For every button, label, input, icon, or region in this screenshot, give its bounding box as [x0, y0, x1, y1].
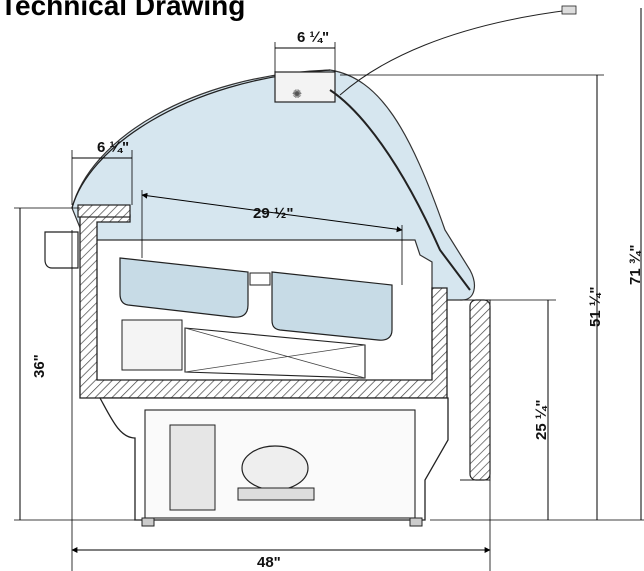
- dim-text-top-edge: 6 ¼": [97, 139, 129, 156]
- front-panel: [469, 299, 491, 481]
- light-icon: ✺: [292, 87, 302, 101]
- dim-text-counter-height: 25 ¼": [533, 400, 550, 440]
- dim-text-glass-height: 51 ¼": [587, 287, 604, 327]
- glass-arm: [329, 89, 471, 291]
- dim-text-total-height: 71 ¾": [627, 245, 644, 285]
- food-pan-left: [119, 257, 249, 318]
- food-pan-right: [271, 271, 393, 341]
- shelf-dim-line: [141, 192, 403, 233]
- condenser-fan: [169, 424, 216, 511]
- canopy-outer-edge: [71, 69, 331, 209]
- front-guard: [460, 299, 491, 481]
- light-fixture: [274, 71, 336, 103]
- tag-holder: [44, 231, 79, 269]
- hinge-cable: [339, 9, 571, 96]
- dim-text-shelf-depth: 29 ½": [253, 205, 293, 222]
- top-rail: [77, 204, 131, 218]
- fan-housing: [121, 319, 183, 371]
- glass-canopy: [71, 69, 476, 301]
- page-title: Technical Drawing: [0, 0, 246, 21]
- compressor-base: [237, 487, 315, 501]
- compressor: [241, 445, 309, 491]
- cable-end: [561, 5, 577, 15]
- dim-text-light-width: 6 ¼": [297, 29, 329, 46]
- foot-right: [409, 517, 423, 527]
- dim-text-left-height: 36": [31, 354, 48, 378]
- foot-left: [141, 517, 155, 527]
- dim-text-overall-width: 48": [257, 554, 281, 571]
- pan-divider: [249, 272, 271, 286]
